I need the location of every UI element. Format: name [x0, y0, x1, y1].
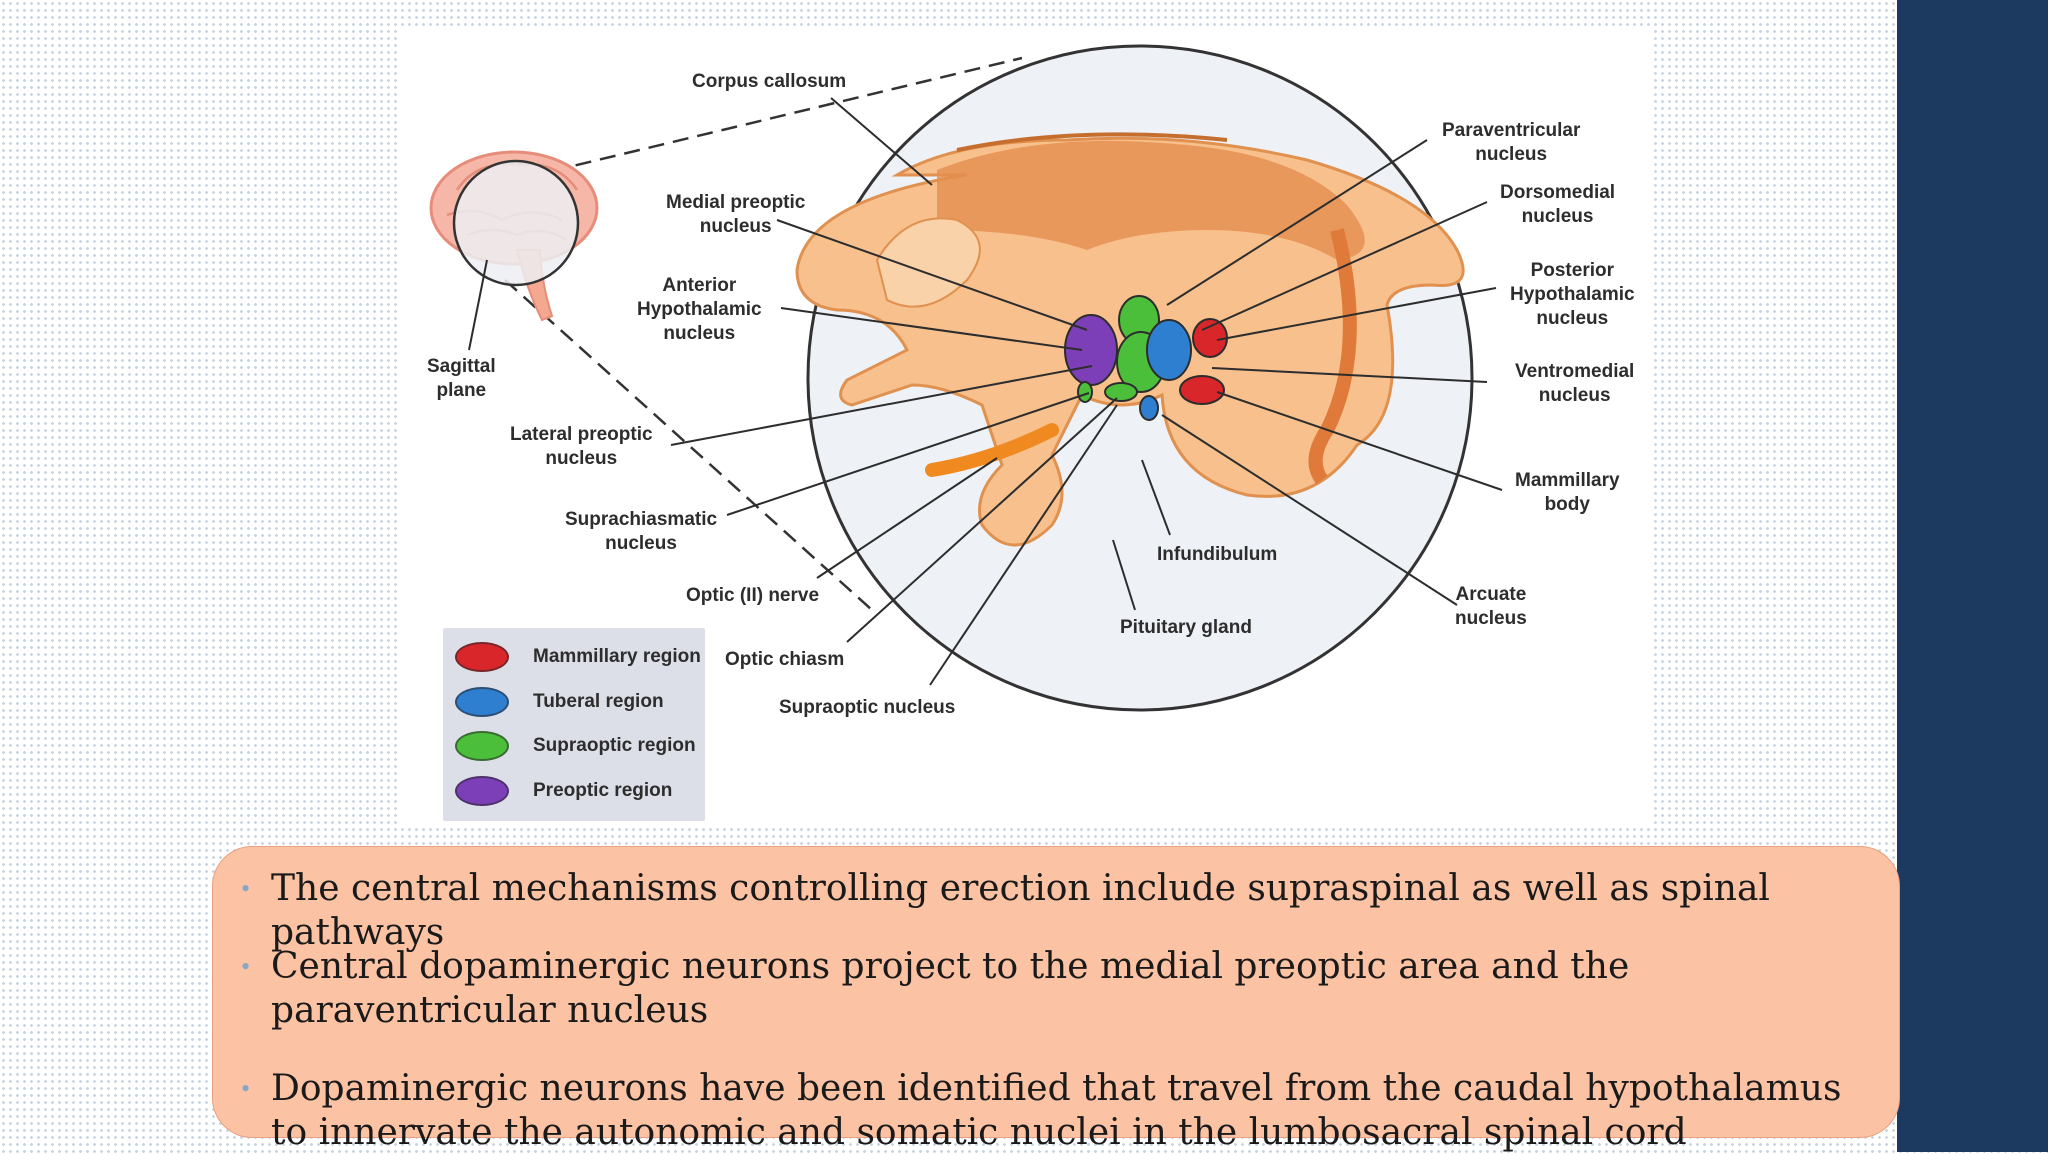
right-sidebar-bar	[1897, 0, 2048, 1152]
label-optic-chiasm: Optic chiasm	[725, 649, 845, 670]
diagram-artwork	[429, 44, 1503, 712]
label-ventromedial-nucleus: Ventromedial nucleus	[1515, 361, 1635, 406]
legend-swatch-mammillary	[455, 642, 509, 672]
bullet-item: • Dopaminergic neurons have been identif…	[241, 1067, 1881, 1155]
legend-item-preoptic: Preoptic region	[455, 774, 672, 808]
projection-line-top	[526, 56, 1023, 179]
projection-line-bottom	[504, 279, 873, 611]
bullet-dot-icon: •	[241, 952, 251, 981]
bullet-text-box: • The central mechanisms controlling ere…	[212, 846, 1900, 1153]
hypothalamus-diagram: Corpus callosum Paraventricular nucleus …	[397, 30, 1653, 825]
legend-item-tuberal: Tuberal region	[455, 685, 664, 719]
legend-label: Preoptic region	[533, 780, 673, 801]
label-medial-preoptic-nucleus: Medial preoptic nucleus	[666, 192, 806, 237]
bullet-text: Central dopaminergic neurons project to …	[271, 946, 1630, 1031]
label-lateral-preoptic-nucleus: Lateral preoptic nucleus	[510, 424, 653, 469]
label-sagittal-plane: Sagittal plane	[427, 356, 496, 401]
label-optic-nerve: Optic (II) nerve	[686, 585, 820, 606]
legend-swatch-preoptic	[455, 776, 509, 806]
label-corpus-callosum: Corpus callosum	[692, 71, 847, 92]
label-supraoptic-nucleus: Supraoptic nucleus	[779, 697, 956, 718]
legend-item-mammillary: Mammillary region	[455, 640, 701, 674]
legend-label: Supraoptic region	[533, 735, 696, 756]
small-brain-icon	[429, 150, 599, 322]
legend-item-supraoptic: Supraoptic region	[455, 729, 696, 763]
label-arcuate-nucleus: Arcuate nucleus	[1455, 584, 1527, 629]
legend: Mammillary region Tuberal region Supraop…	[443, 628, 705, 821]
bullet-item: • Central dopaminergic neurons project t…	[241, 945, 1881, 1033]
label-dorsomedial-nucleus: Dorsomedial nucleus	[1500, 182, 1616, 227]
bullet-dot-icon: •	[241, 874, 251, 903]
legend-label: Mammillary region	[533, 646, 701, 667]
label-infundibulum: Infundibulum	[1157, 544, 1278, 565]
bullet-dot-icon: •	[241, 1074, 251, 1103]
bullet-text: The central mechanisms controlling erect…	[271, 868, 1770, 953]
label-suprachiasmatic-nucleus: Suprachiasmatic nucleus	[565, 509, 718, 554]
label-pituitary-gland: Pituitary gland	[1120, 617, 1252, 638]
bullet-text: Dopaminergic neurons have been identifie…	[271, 1068, 1842, 1153]
legend-swatch-supraoptic	[455, 731, 509, 761]
label-anterior-hypothalamic-nucleus: Anterior Hypothalamic nucleus	[637, 275, 762, 344]
leader-lines	[468, 97, 1503, 686]
label-posterior-hypothalamic-nucleus: Posterior Hypothalamic nucleus	[1510, 260, 1635, 329]
label-paraventricular-nucleus: Paraventricular nucleus	[1442, 120, 1581, 165]
legend-label: Tuberal region	[533, 691, 664, 712]
nuclei	[1064, 295, 1228, 421]
legend-swatch-tuberal	[455, 687, 509, 717]
label-mammillary-body: Mammillary body	[1515, 470, 1620, 515]
bullet-item: • The central mechanisms controlling ere…	[241, 867, 1881, 955]
